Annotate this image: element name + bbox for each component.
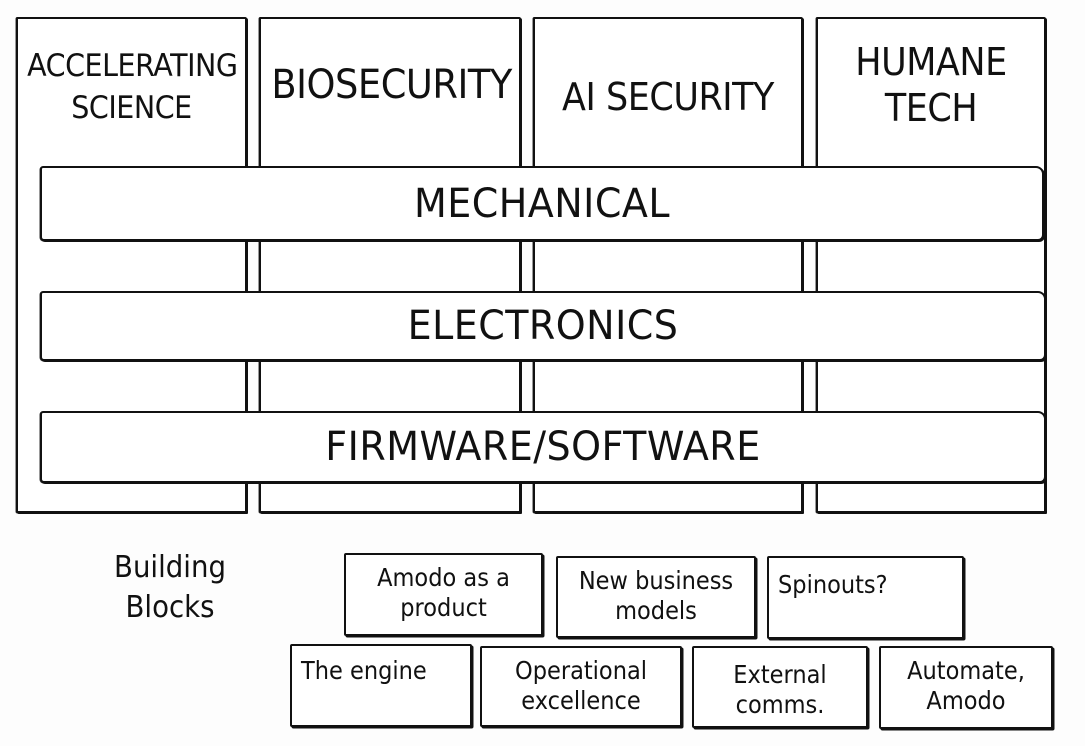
pillar-label: AI SECURITY	[562, 75, 774, 119]
pillar-label: HUMANE TECH	[855, 40, 1007, 130]
block-label: The engine	[301, 656, 427, 685]
block-amodo-as-a-product: Amodo as a product	[344, 553, 543, 636]
building-blocks-title: Building Blocks	[114, 550, 226, 625]
layer-label: MECHANICAL	[414, 180, 670, 227]
block-the-engine: The engine	[290, 644, 472, 727]
pillar-label: ACCELERATING SCIENCE	[27, 48, 238, 126]
block-external-comms: External comms.	[692, 646, 868, 728]
layer-electronics: ELECTRONICS	[40, 291, 1046, 361]
block-label: New business models	[578, 566, 734, 625]
block-operational-excellence: Operational excellence	[480, 646, 682, 727]
block-label: Operational excellence	[514, 656, 648, 715]
block-label: Automate, Amodo	[907, 656, 1025, 715]
layer-label: FIRMWARE/SOFTWARE	[325, 424, 761, 470]
block-automate-amodo: Automate, Amodo	[879, 646, 1053, 729]
block-label: External comms.	[733, 660, 827, 719]
pillar-label: BIOSECURITY	[271, 62, 512, 108]
block-new-business-models: New business models	[556, 556, 756, 638]
block-spinouts: Spinouts?	[767, 556, 964, 639]
block-label: Spinouts?	[778, 570, 888, 599]
layer-mechanical: MECHANICAL	[40, 166, 1044, 241]
layer-firmware-software: FIRMWARE/SOFTWARE	[40, 411, 1046, 483]
block-label: Amodo as a product	[377, 563, 510, 622]
layer-label: ELECTRONICS	[407, 303, 679, 349]
